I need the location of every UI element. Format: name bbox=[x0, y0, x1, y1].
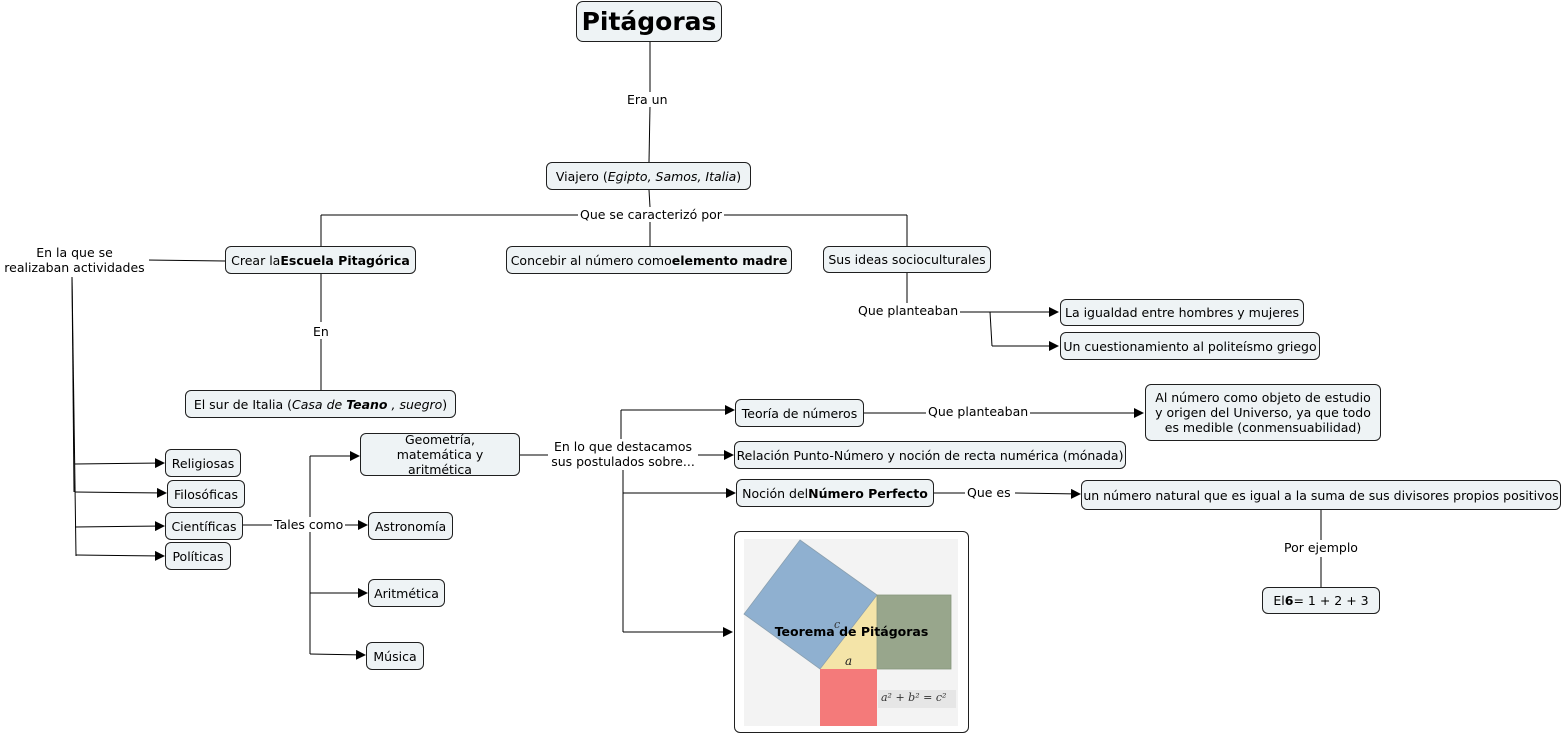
numero-natural-text: un número natural que es igual a la suma… bbox=[1083, 487, 1559, 503]
concebir-bold: elemento madre bbox=[671, 252, 788, 268]
label-en-lo-que: En lo que destacamos sus postulados sobr… bbox=[548, 439, 698, 469]
escuela-bold: Escuela Pitagórica bbox=[280, 252, 410, 268]
igualdad-text: La igualdad entre hombres y mujeres bbox=[1064, 305, 1300, 320]
node-politicas[interactable]: Políticas bbox=[165, 542, 231, 570]
viajero-places: Egipto, Samos, Italia bbox=[607, 168, 737, 184]
node-el-6[interactable]: El 6 = 1 + 2 + 3 bbox=[1262, 587, 1380, 614]
node-viajero[interactable]: Viajero (Egipto, Samos, Italia ) bbox=[546, 162, 751, 190]
sur-casa: Casa de bbox=[292, 396, 343, 412]
label-que-planteaban-teoria: Que planteaban bbox=[926, 404, 1031, 419]
musica-text: Música bbox=[373, 648, 417, 664]
cuestionamiento-text: Un cuestionamiento al politeísmo griego bbox=[1063, 338, 1317, 354]
node-escuela-pitagorica[interactable]: Crear la Escuela Pitagórica bbox=[225, 246, 416, 274]
node-concebir-numero[interactable]: Concebir al número como elemento madre bbox=[506, 246, 792, 274]
sur-teano: Teano bbox=[346, 396, 388, 412]
formula-background bbox=[878, 690, 956, 708]
label-que-es: Que es bbox=[965, 485, 1013, 500]
node-religiosas[interactable]: Religiosas bbox=[165, 449, 241, 477]
sur-suegro: , suegro bbox=[391, 396, 443, 412]
relacion-text: Relación Punto-Número y noción de recta … bbox=[736, 447, 1124, 463]
node-al-numero[interactable]: Al número como objeto de estudio y orige… bbox=[1145, 384, 1381, 441]
pythagoras-illustration bbox=[743, 539, 958, 726]
sur-suffix: ) bbox=[442, 396, 448, 412]
nocion-prefix: Noción del bbox=[742, 485, 809, 501]
escuela-prefix: Crear la bbox=[231, 252, 281, 268]
el6-prefix: El bbox=[1273, 593, 1285, 608]
nocion-bold: Número Perfecto bbox=[808, 485, 928, 501]
label-que-se-caracterizo: Que se caracterizó por bbox=[578, 207, 724, 222]
node-sur-de-italia[interactable]: El sur de Italia (Casa de Teano , suegro… bbox=[185, 390, 456, 418]
leg-b-square bbox=[876, 594, 952, 670]
filosoficas-text: Filosóficas bbox=[174, 486, 238, 502]
node-numero-perfecto[interactable]: Noción del Número Perfecto bbox=[736, 479, 934, 507]
node-astronomia[interactable]: Astronomía bbox=[368, 512, 453, 540]
label-en-la-que: En la que se realizaban actividades bbox=[0, 245, 149, 275]
concebir-prefix: Concebir al número como bbox=[510, 252, 672, 268]
el6-suffix: = 1 + 2 + 3 bbox=[1293, 593, 1369, 608]
religiosas-text: Religiosas bbox=[171, 455, 235, 471]
node-filosoficas[interactable]: Filosóficas bbox=[167, 480, 245, 508]
viajero-prefix: Viajero ( bbox=[555, 168, 608, 184]
node-pitagoras[interactable]: Pitágoras bbox=[576, 1, 722, 42]
label-en: En bbox=[311, 324, 331, 339]
politicas-text: Políticas bbox=[172, 548, 224, 564]
label-era-un: Era un bbox=[625, 92, 670, 107]
image-title: Teorema de Pitágoras bbox=[774, 624, 929, 639]
leg-a-square bbox=[820, 669, 877, 726]
el6-bold: 6 bbox=[1284, 593, 1294, 608]
node-musica[interactable]: Música bbox=[366, 642, 424, 670]
page-title: Pitágoras bbox=[581, 7, 717, 36]
viajero-suffix: ) bbox=[736, 168, 742, 184]
node-numero-natural[interactable]: un número natural que es igual a la suma… bbox=[1081, 480, 1561, 510]
formula: a² + b² = c² bbox=[881, 691, 947, 704]
aritmetica-text: Aritmética bbox=[374, 585, 439, 601]
teoria-text: Teoría de números bbox=[741, 405, 858, 421]
node-teoria-de-numeros[interactable]: Teoría de números bbox=[735, 399, 864, 427]
label-tales-como: Tales como bbox=[272, 517, 346, 532]
node-teorema-pitagoras-image[interactable]: Teorema de Pitágoras c a a² + b² = c² bbox=[734, 531, 969, 733]
node-aritmetica[interactable]: Aritmética bbox=[368, 579, 445, 607]
node-igualdad[interactable]: La igualdad entre hombres y mujeres bbox=[1060, 299, 1304, 326]
node-geometria[interactable]: Geometría, matemática y aritmética bbox=[360, 432, 520, 477]
geometria-text: Geometría, matemática y aritmética bbox=[396, 432, 484, 477]
label-que-planteaban-ideas: Que planteaban bbox=[856, 303, 961, 318]
al-numero-text: Al número como objeto de estudio y orige… bbox=[1155, 390, 1371, 435]
node-cientificas[interactable]: Científicas bbox=[165, 512, 243, 540]
ideas-text: Sus ideas socioculturales bbox=[828, 252, 986, 267]
astronomia-text: Astronomía bbox=[374, 518, 447, 534]
cientificas-text: Científicas bbox=[171, 518, 237, 534]
node-cuestionamiento[interactable]: Un cuestionamiento al politeísmo griego bbox=[1060, 332, 1320, 360]
sur-prefix: El sur de Italia ( bbox=[193, 396, 293, 412]
label-por-ejemplo: Por ejemplo bbox=[1282, 540, 1360, 555]
node-relacion-punto-numero[interactable]: Relación Punto-Número y noción de recta … bbox=[734, 441, 1126, 469]
node-ideas-socioculturales[interactable]: Sus ideas socioculturales bbox=[823, 246, 991, 273]
label-a: a bbox=[845, 654, 853, 668]
label-c: c bbox=[834, 618, 841, 631]
